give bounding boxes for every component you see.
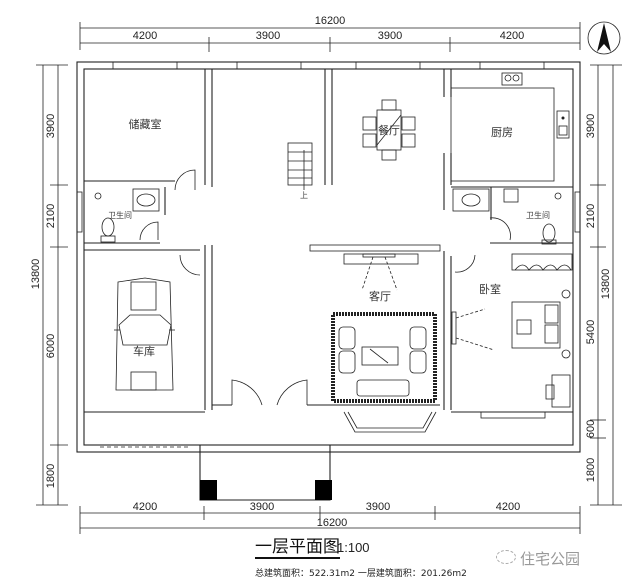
plan-title: 一层平面图 bbox=[255, 537, 340, 559]
top-dim-1: 4200 bbox=[133, 30, 157, 42]
left-dim-2: 2100 bbox=[45, 204, 57, 228]
top-total-dim: 16200 bbox=[315, 15, 346, 27]
bottom-dim-3: 3900 bbox=[366, 501, 390, 513]
area-summary: 总建筑面积：522.31m2 一层建筑面积：201.26m2 bbox=[255, 569, 467, 579]
desk-icon bbox=[545, 374, 571, 408]
left-dim-4: 1800 bbox=[45, 464, 57, 488]
bottom-dim-2: 3900 bbox=[250, 501, 274, 513]
stove-icon bbox=[501, 72, 523, 86]
washbasin-icon bbox=[132, 188, 490, 212]
room-label-garage: 车库 bbox=[133, 344, 155, 358]
left-total-dim: 13800 bbox=[30, 259, 42, 290]
bottom-total-dim: 16200 bbox=[317, 517, 348, 529]
toilet-icon bbox=[100, 217, 557, 245]
top-dim-4: 4200 bbox=[500, 30, 524, 42]
kitchen-sink-icon bbox=[556, 110, 570, 139]
doors bbox=[139, 169, 511, 406]
bedroom-tv-icon bbox=[451, 308, 495, 351]
top-dim-3: 3900 bbox=[378, 30, 402, 42]
plan-scale: 1:100 bbox=[337, 540, 370, 555]
left-dim-3: 6000 bbox=[45, 334, 57, 358]
top-dim-2: 3900 bbox=[256, 30, 280, 42]
right-dim-3: 5400 bbox=[585, 320, 597, 344]
right-dim-5: 1800 bbox=[585, 458, 597, 482]
stair-up-label: 上 bbox=[300, 191, 308, 200]
wardrobe-icon bbox=[511, 253, 573, 271]
floor-drain-icon bbox=[94, 188, 562, 203]
right-total-dim: 13800 bbox=[600, 269, 612, 300]
bottom-dimensions: 4200 3900 3900 4200 16200 bbox=[79, 501, 581, 534]
car-icon bbox=[114, 277, 175, 391]
bottom-dim-4: 4200 bbox=[496, 501, 520, 513]
left-dimensions: 3900 2100 13800 6000 1800 bbox=[30, 64, 68, 506]
tv-cabinet-icon bbox=[343, 253, 419, 291]
room-label-bath-right: 卫生间 bbox=[526, 210, 550, 220]
stairs: 上 bbox=[287, 142, 313, 200]
right-dimensions: 3900 2100 13800 5400 600 1800 bbox=[585, 64, 622, 506]
right-dim-4: 600 bbox=[585, 420, 597, 438]
room-label-storage: 储藏室 bbox=[129, 117, 162, 131]
top-dimensions: 16200 4200 3900 3900 4200 bbox=[79, 15, 581, 52]
room-label-kitchen: 厨房 bbox=[491, 126, 513, 139]
watermark-icon bbox=[496, 550, 516, 564]
north-arrow-icon bbox=[587, 21, 621, 55]
left-dim-1: 3900 bbox=[45, 114, 57, 138]
watermark-text: 住宅公园 bbox=[520, 550, 581, 568]
bottom-dim-1: 4200 bbox=[133, 501, 157, 513]
room-label-bedroom: 卧室 bbox=[479, 282, 501, 296]
room-label-dining: 餐厅 bbox=[378, 123, 400, 137]
bed-icon bbox=[511, 289, 571, 359]
dining-table-icon bbox=[362, 99, 416, 161]
room-label-living: 客厅 bbox=[369, 289, 391, 303]
walls bbox=[76, 61, 581, 501]
right-dim-2: 2100 bbox=[585, 204, 597, 228]
right-dim-1: 3900 bbox=[585, 114, 597, 138]
room-label-bath-left: 卫生间 bbox=[108, 210, 132, 220]
sofa-set-icon bbox=[331, 312, 437, 403]
